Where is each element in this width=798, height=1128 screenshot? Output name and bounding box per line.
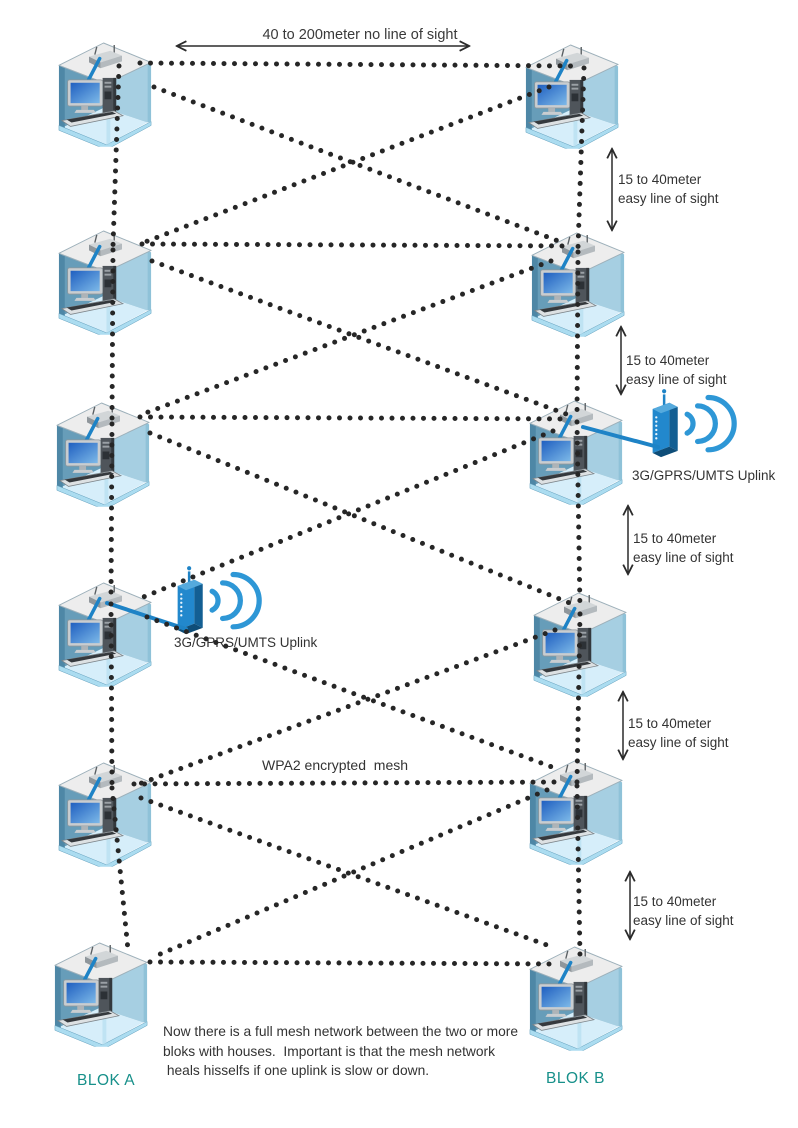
distance-label-3: 15 to 40meter easy line of sight bbox=[633, 529, 734, 567]
uplink-modem-icon bbox=[638, 386, 753, 476]
house-node-a4 bbox=[57, 576, 154, 687]
blok-a-label: BLOK A bbox=[77, 1072, 136, 1089]
mesh-links-diagonal bbox=[136, 84, 575, 961]
note-text: Now there is a full mesh network between… bbox=[163, 1022, 518, 1081]
house-node-b2 bbox=[530, 226, 627, 337]
house-node-b6 bbox=[528, 940, 625, 1051]
distance-label-line2: easy line of sight bbox=[633, 913, 734, 929]
distance-label-2: 15 to 40meter easy line of sight bbox=[626, 351, 727, 389]
uplink-a: 3G/GPRS/UMTS Uplink bbox=[163, 563, 317, 713]
distance-label-line2: easy line of sight bbox=[633, 550, 734, 566]
house-node-a1 bbox=[57, 36, 154, 147]
distance-label-4: 15 to 40meter easy line of sight bbox=[628, 714, 729, 752]
uplink-a-label: 3G/GPRS/UMTS Uplink bbox=[174, 635, 318, 650]
distance-label-line2: easy line of sight bbox=[626, 372, 727, 388]
blok-b-label: BLOK B bbox=[546, 1070, 605, 1087]
distance-label-line1: 15 to 40meter bbox=[628, 716, 712, 731]
top-distance-label: 40 to 200meter no line of sight bbox=[262, 27, 458, 43]
house-node-b5 bbox=[528, 754, 625, 865]
house-node-b4 bbox=[532, 586, 629, 697]
mesh-links-horizontal bbox=[131, 60, 579, 967]
uplink-b: 3G/GPRS/UMTS Uplink bbox=[632, 386, 775, 536]
uplink-b-label: 3G/GPRS/UMTS Uplink bbox=[632, 468, 776, 483]
note-line-2: bloks with houses. Important is that the… bbox=[163, 1043, 496, 1059]
distance-label-line1: 15 to 40meter bbox=[626, 353, 710, 368]
house-node-b1 bbox=[524, 38, 621, 149]
distance-label-5: 15 to 40meter easy line of sight bbox=[633, 892, 734, 930]
distance-label-1: 15 to 40meter easy line of sight bbox=[618, 170, 719, 208]
distance-label-line2: easy line of sight bbox=[618, 191, 719, 207]
distance-label-line1: 15 to 40meter bbox=[633, 531, 717, 546]
wpa2-mesh-label: WPA2 encrypted mesh bbox=[262, 757, 409, 773]
distance-label-line1: 15 to 40meter bbox=[618, 172, 702, 187]
note-line-1: Now there is a full mesh network between… bbox=[163, 1024, 519, 1039]
house-node-a3 bbox=[55, 396, 152, 507]
distance-label-line1: 15 to 40meter bbox=[633, 894, 717, 909]
distance-label-line2: easy line of sight bbox=[628, 735, 729, 751]
house-node-a2 bbox=[57, 224, 154, 335]
house-node-a5 bbox=[57, 756, 154, 867]
house-node-a6 bbox=[53, 936, 150, 1047]
note-line-3: heals hisselfs if one uplink is slow or … bbox=[163, 1063, 430, 1079]
house-node-b3 bbox=[528, 394, 625, 505]
